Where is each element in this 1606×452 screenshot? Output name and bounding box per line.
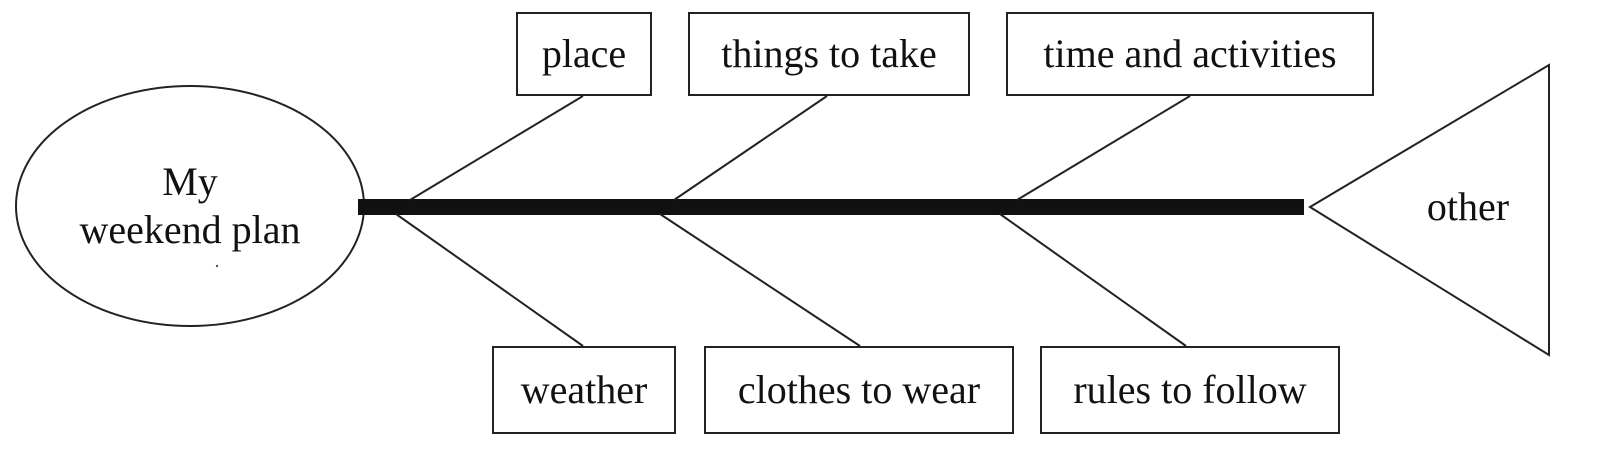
label-weather-text: weather [520, 367, 648, 412]
rib-rules-to-follow [999, 213, 1187, 347]
rib-weather [395, 213, 584, 347]
label-weather: weather [492, 346, 676, 434]
label-things-to-take-text: things to take [721, 31, 937, 76]
rib-place [409, 95, 584, 201]
rib-things-to-take [673, 95, 828, 201]
speck-dot [215, 264, 219, 268]
tail-triangle [1308, 63, 1550, 357]
head-line-2: weekend plan [79, 207, 301, 252]
label-place-text: place [541, 31, 627, 76]
label-place: place [516, 12, 652, 96]
label-time-and-activities: time and activities [1006, 12, 1374, 96]
label-things-to-take: things to take [688, 12, 970, 96]
label-rules-to-follow-text: rules to follow [1073, 367, 1307, 412]
tail-label: other [1426, 184, 1510, 229]
head-line-1: My [162, 159, 218, 204]
diagram-head-label: My weekend plan [16, 86, 364, 326]
label-clothes-to-wear: clothes to wear [704, 346, 1014, 434]
label-time-and-activities-text: time and activities [1043, 31, 1337, 76]
label-rules-to-follow: rules to follow [1040, 346, 1340, 434]
rib-time-and-activities [1016, 95, 1191, 201]
label-clothes-to-wear-text: clothes to wear [737, 367, 981, 412]
rib-clothes-to-wear [659, 213, 861, 347]
